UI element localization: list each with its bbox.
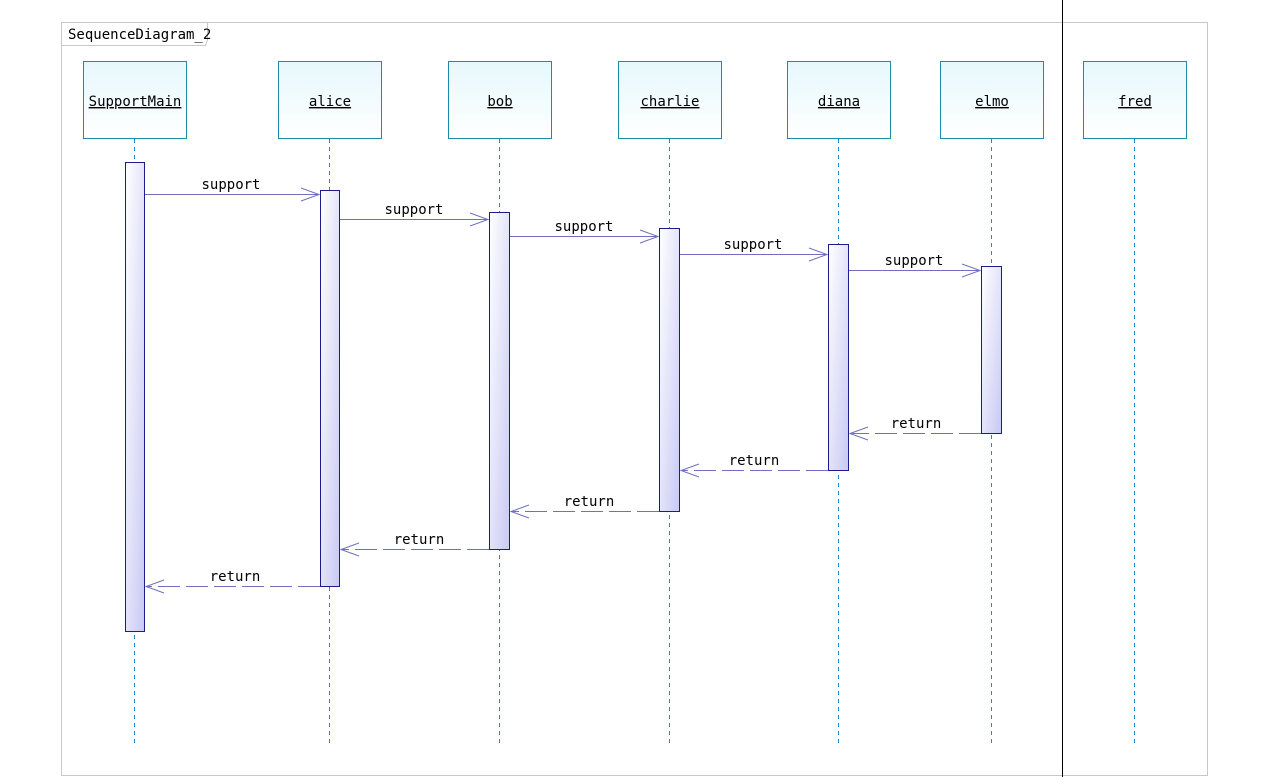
lifeline-label-alice: alice: [309, 94, 351, 110]
lifeline-charlie[interactable]: charlie: [618, 61, 722, 139]
diagram-frame: [61, 22, 1208, 776]
message-call-4[interactable]: support: [680, 237, 829, 262]
message-label: support: [554, 219, 613, 235]
message-label: support: [201, 177, 260, 193]
activation-bars: [125, 162, 1002, 632]
lifeline-alice[interactable]: alice: [278, 61, 382, 139]
lifeline-supportmain[interactable]: SupportMain: [83, 61, 187, 139]
lifeline-label-diana: diana: [818, 94, 860, 110]
lifeline-label-bob: bob: [487, 94, 512, 110]
message-return-1[interactable]: return: [848, 416, 981, 441]
lifeline-label-supportmain: SupportMain: [89, 94, 182, 110]
message-label: return: [210, 569, 261, 585]
message-return-3[interactable]: return: [509, 494, 659, 519]
activation-elmo[interactable]: [981, 266, 1002, 434]
message-call-5[interactable]: support: [849, 253, 982, 278]
message-return-5[interactable]: return: [144, 569, 320, 594]
message-return-2[interactable]: return: [679, 453, 828, 478]
message-return-4[interactable]: return: [339, 532, 489, 557]
message-label: return: [891, 416, 942, 432]
activation-supportmain[interactable]: [125, 162, 145, 632]
message-label: return: [564, 494, 615, 510]
message-label: return: [394, 532, 445, 548]
activation-bob[interactable]: [489, 212, 510, 550]
lifeline-diana[interactable]: diana: [787, 61, 891, 139]
lifeline-label-charlie: charlie: [640, 94, 699, 110]
lifeline-label-elmo: elmo: [975, 94, 1009, 110]
lifeline-label-fred: fred: [1118, 94, 1152, 110]
message-call-1[interactable]: support: [145, 177, 321, 202]
activation-alice[interactable]: [320, 190, 340, 587]
lifeline-fred[interactable]: fred: [1083, 61, 1187, 139]
message-label: support: [884, 253, 943, 269]
frame-title: SequenceDiagram_2: [68, 27, 211, 43]
message-call-3[interactable]: support: [510, 219, 660, 244]
activation-charlie[interactable]: [659, 228, 680, 512]
frame-title-tab: [61, 22, 208, 46]
activation-diana[interactable]: [828, 244, 849, 471]
message-label: return: [729, 453, 780, 469]
message-label: support: [384, 202, 443, 218]
lifeline-elmo[interactable]: elmo: [940, 61, 1044, 139]
message-label: support: [723, 237, 782, 253]
lifeline-bob[interactable]: bob: [448, 61, 552, 139]
lifeline-dashes: [134, 139, 1135, 745]
message-call-2[interactable]: support: [340, 202, 490, 227]
